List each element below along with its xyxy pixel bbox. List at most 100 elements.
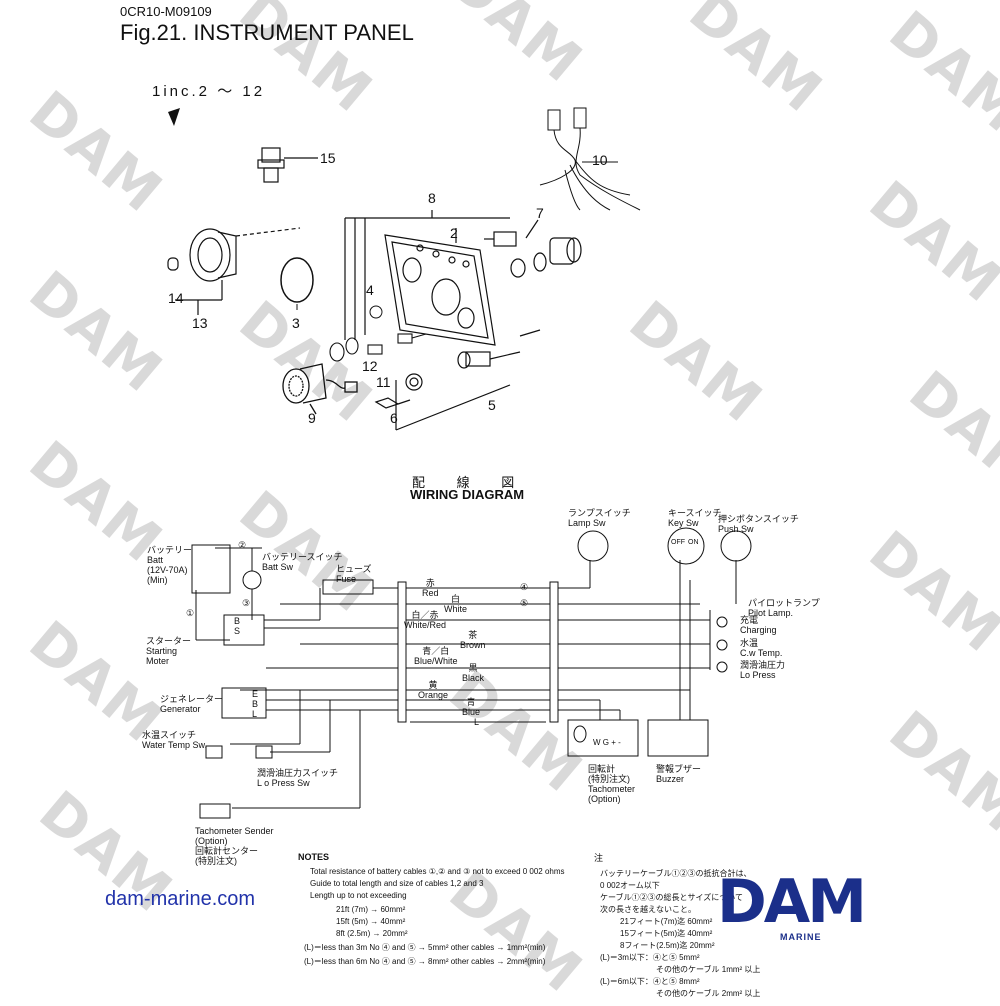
bulb-part-4 — [369, 305, 383, 319]
connector-right — [549, 581, 559, 723]
callout-13: 13 — [192, 315, 208, 331]
lamp-switch-label: ランプスイッチ Lamp Sw — [568, 508, 631, 528]
note-jp-line: その他のケーブル 1mm² 以上 — [656, 965, 761, 974]
key-on-label: ON — [688, 539, 699, 546]
generator-terminals: E B L — [252, 689, 259, 719]
generator-label: ジェネレーター Generator — [160, 694, 224, 714]
note-jp-line: (L)＝3m以下：④と⑤ 5mm² — [600, 953, 700, 962]
water-temp-switch-symbol — [205, 745, 223, 759]
buzzer-box — [647, 719, 709, 757]
callout-7: 7 — [536, 205, 544, 221]
push-switch-symbol — [720, 530, 752, 562]
fuse-label: ヒューズ Fuse — [336, 564, 372, 584]
wiring-title-jp: 配 線 図 — [412, 475, 529, 490]
circled-3: ③ — [242, 598, 251, 608]
tach-sender-symbol — [199, 803, 231, 819]
note-jp-line: 15フィート(5m)迄 40mm² — [620, 929, 713, 938]
notes-jp-heading: 注 — [594, 853, 604, 863]
note-jp-line: (L)＝6m以下：④と⑤ 8mm² — [600, 977, 700, 986]
ring-part-3 — [280, 257, 314, 303]
page-title: Fig.21. INSTRUMENT PANEL — [120, 20, 414, 45]
charging-label: 充電 Charging — [740, 615, 777, 635]
notes-heading: NOTES — [298, 852, 330, 862]
callout-11: 11 — [376, 374, 391, 390]
push-switch-label: 押シボタンスイッチ Push Sw — [718, 514, 799, 534]
cw-temp-lamp-symbol — [716, 639, 728, 651]
callout-9: 9 — [308, 410, 316, 426]
batt-switch-label: バッテリースイッチ Batt Sw — [262, 552, 343, 572]
gauge-part-13 — [167, 227, 301, 315]
lo-press-label: 潤滑油圧力 Lo Press — [740, 660, 786, 680]
charging-lamp-symbol — [716, 616, 728, 628]
fuse-symbol — [322, 579, 374, 595]
note-jp-line: ケーブル①②③の総長とサイズについて — [600, 893, 744, 902]
note-line: 21ft (7m) → 60mm² — [336, 905, 406, 914]
note-line: Guide to total length and size of cables… — [310, 879, 484, 888]
lo-press-sw-label: 潤滑油圧力スイッチ L o Press Sw — [257, 768, 339, 788]
tachometer-box — [567, 719, 639, 757]
key-off-label: OFF — [671, 539, 685, 546]
note-line: Total resistance of battery cables ①,② a… — [310, 867, 565, 876]
callout-6: 6 — [390, 410, 398, 426]
tach-sender-label: Tachometer Sender (Option) 回転計センター (特別注文… — [195, 826, 274, 866]
starter-symbol — [223, 614, 265, 646]
note-jp-line: その他のケーブル 2mm² 以上 — [656, 989, 761, 998]
circled-4: ④ — [520, 582, 529, 592]
tach-terminals: W G + - — [593, 738, 621, 747]
brand-logo-sub: MARINE — [780, 932, 822, 942]
note-jp-line: 0 002オーム以下 — [600, 881, 660, 890]
note-line: (L)＝less than 3m No ④ and ⑤ → 5mm² other… — [304, 943, 546, 952]
lo-press-lamp-symbol — [716, 661, 728, 673]
note-jp-line: 21フィート(7m)迄 60mm² — [620, 917, 713, 926]
switch-part-7 — [484, 219, 582, 278]
callout-3: 3 — [292, 315, 300, 331]
switch-part-5 — [395, 329, 541, 431]
callout-2: 2 — [450, 225, 458, 241]
length-label: L — [474, 717, 480, 727]
note-jp-line: バッテリーケーブル①②③の抵抗合計は、 — [600, 869, 752, 878]
sender-part-15 — [257, 147, 318, 183]
batt-switch-symbol — [242, 570, 262, 590]
callout-15: 15 — [320, 150, 336, 166]
tachometer-label: 回転計 (特別注文) Tachometer (Option) — [588, 764, 636, 804]
note-jp-line: 8フィート(2.5m)迄 20mm² — [620, 941, 715, 950]
view-arrow-icon — [168, 108, 180, 126]
buzzer-label: 警報ブザー Buzzer — [656, 764, 702, 784]
document-code: 0CR10-M09109 — [120, 4, 212, 19]
lo-press-switch-symbol — [255, 745, 273, 759]
note-line: Length up to not exceeding — [310, 891, 407, 900]
circled-1: ① — [186, 608, 195, 618]
wiring-lines — [191, 527, 752, 819]
lamp-switch-symbol — [577, 530, 609, 562]
site-link[interactable]: dam-marine.com — [105, 888, 256, 910]
callout-12: 12 — [362, 358, 378, 374]
battery-symbol — [191, 544, 231, 594]
note-jp-line: 次の長さを越えないこと。 — [600, 905, 696, 914]
exploded-drawing — [167, 107, 641, 431]
cw-temp-label: 水温 C.w Temp. — [740, 638, 783, 658]
callout-14: 14 — [168, 290, 184, 306]
note-line: 8ft (2.5m) → 20mm² — [336, 929, 408, 938]
wiring-title-en: WIRING DIAGRAM — [410, 487, 525, 502]
brand-logo: DAM — [717, 867, 867, 937]
harness-part-10 — [539, 107, 641, 211]
circled-2: ② — [238, 540, 247, 550]
pilot-lamp-label: パイロットランプ Pilot Lamp. — [748, 598, 820, 618]
circled-5: ⑤ — [520, 598, 529, 608]
callout-8: 8 — [428, 190, 436, 206]
water-temp-sw-label: 水温スイッチ Water Temp Sw. — [142, 730, 208, 750]
lamp-parts-12-11 — [329, 333, 427, 362]
note-line: 15ft (5m) → 40mm² — [336, 917, 406, 926]
buzzer-part-9 — [282, 363, 358, 415]
connector-left — [397, 581, 407, 723]
generator-symbol — [221, 687, 267, 719]
key-switch-part-6 — [374, 373, 423, 409]
